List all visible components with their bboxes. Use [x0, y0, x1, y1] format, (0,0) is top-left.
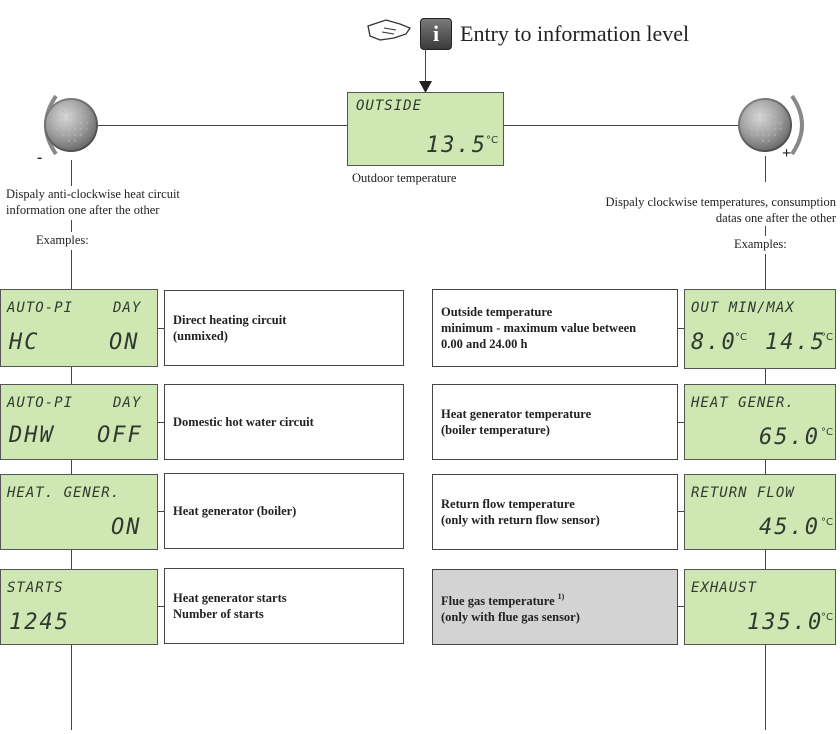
connector-line	[425, 48, 426, 82]
lcd-line1: RETURN FLOW	[691, 485, 795, 501]
label-box-heat-gener: Heat generator (boiler)	[164, 473, 404, 549]
outside-display: OUTSIDE 13.5 °C	[347, 92, 504, 166]
lcd-line2-left: 1245	[9, 610, 70, 635]
connector-line	[765, 226, 766, 236]
plus-sign: +	[782, 145, 792, 162]
lcd-unit: °C	[821, 517, 833, 528]
left-description: Dispaly anti-clockwise heat circuit info…	[6, 187, 180, 217]
label-box-dhw: Domestic hot water circuit	[164, 384, 404, 460]
connector-line	[678, 511, 684, 512]
label-box-return-flow: Return flow temperature (only with retur…	[432, 474, 678, 550]
footnote-mark: 1)	[557, 592, 565, 602]
connector-line	[678, 606, 684, 607]
lcd-line1: OUT MIN/MAX	[691, 300, 795, 316]
label-text: Domestic hot water circuit	[173, 415, 314, 429]
lcd-out-minmax: OUT MIN/MAX 8.0 °C 14.5 °C	[684, 289, 836, 369]
lcd-heat-gener: HEAT. GENER. ON	[0, 474, 158, 550]
lcd-line2-left: HC	[9, 330, 40, 355]
lcd-hc: AUTO-PI DAY HC ON	[0, 289, 158, 367]
outside-display-value: 13.5	[426, 133, 487, 158]
outside-display-unit: °C	[486, 135, 498, 146]
label-text: Outside temperature minimum - maximum va…	[441, 305, 637, 351]
right-examples-label: Examples:	[734, 237, 787, 251]
lcd-line1-left: HEAT. GENER.	[7, 485, 121, 501]
lcd-line1-right: DAY	[113, 300, 142, 316]
rotary-knob-right[interactable]	[738, 98, 792, 152]
info-button-icon[interactable]: i	[420, 18, 452, 50]
lcd-line1: HEAT GENER.	[691, 395, 795, 411]
connector-line	[678, 422, 684, 423]
lcd-max-value: 14.5	[765, 330, 826, 355]
label-box-starts: Heat generator starts Number of starts	[164, 568, 404, 644]
connector-line	[158, 606, 164, 607]
right-description-line2: datas one after the other	[715, 211, 836, 225]
label-box-hc: Direct heating circuit (unmixed)	[164, 290, 404, 366]
entry-label: Entry to information level	[460, 21, 690, 46]
label-text: Direct heating circuit (unmixed)	[173, 313, 287, 343]
label-text: Return flow temperature (only with retur…	[441, 497, 600, 527]
lcd-value: 65.0	[759, 425, 820, 450]
lcd-line1: EXHAUST	[691, 580, 758, 596]
lcd-line1-left: STARTS	[7, 580, 64, 596]
lcd-max-unit: °C	[821, 332, 833, 343]
connector-line	[98, 125, 347, 126]
rotary-knob-left[interactable]	[44, 98, 98, 152]
lcd-value: 45.0	[759, 515, 820, 540]
lcd-unit: °C	[821, 427, 833, 438]
left-examples-label: Examples:	[36, 233, 89, 247]
lcd-heat-gener-temp: HEAT GENER. 65.0 °C	[684, 384, 836, 460]
right-knob-arc-icon	[790, 92, 814, 163]
connector-line	[158, 422, 164, 423]
label-box-out-minmax: Outside temperature minimum - maximum va…	[432, 289, 678, 367]
lcd-dhw: AUTO-PI DAY DHW OFF	[0, 384, 158, 460]
outside-display-label: OUTSIDE	[356, 98, 423, 114]
lcd-line2-right: OFF	[97, 423, 143, 448]
lcd-min-value: 8.0	[691, 330, 737, 355]
lcd-line2-right: ON	[109, 330, 140, 355]
connector-line	[158, 328, 164, 329]
connector-line	[504, 125, 738, 126]
lcd-exhaust: EXHAUST 135.0 °C	[684, 569, 836, 645]
minus-sign: -	[37, 149, 43, 166]
lcd-line1-left: AUTO-PI	[7, 300, 74, 316]
arrow-down-icon	[419, 80, 432, 98]
connector-line	[71, 220, 72, 232]
hand-pointer-icon	[366, 16, 422, 46]
label-text: Heat generator temperature (boiler tempe…	[441, 407, 592, 437]
lcd-return-flow: RETURN FLOW 45.0 °C	[684, 474, 836, 550]
lcd-line2-right: ON	[111, 515, 142, 540]
flue-gas-line2: (only with flue gas sensor)	[441, 609, 580, 624]
connector-line	[678, 328, 684, 329]
lcd-unit: °C	[821, 612, 833, 623]
outdoor-temperature-caption: Outdoor temperature	[352, 171, 457, 185]
connector-line	[71, 160, 72, 186]
label-box-heat-gener-temp: Heat generator temperature (boiler tempe…	[432, 384, 678, 460]
lcd-line1-right: DAY	[113, 395, 142, 411]
lcd-min-unit: °C	[735, 332, 747, 343]
info-icon-glyph: i	[432, 21, 440, 46]
lcd-line1-left: AUTO-PI	[7, 395, 74, 411]
connector-line	[765, 156, 766, 182]
lcd-line2-left: DHW	[9, 423, 55, 448]
lcd-starts: STARTS 1245	[0, 569, 158, 645]
right-description-line1: Dispaly clockwise temperatures, consumpt…	[605, 195, 837, 209]
connector-line	[158, 511, 164, 512]
label-text: Heat generator starts Number of starts	[173, 591, 287, 621]
label-text: Heat generator (boiler)	[173, 504, 297, 518]
lcd-value: 135.0	[747, 610, 824, 635]
